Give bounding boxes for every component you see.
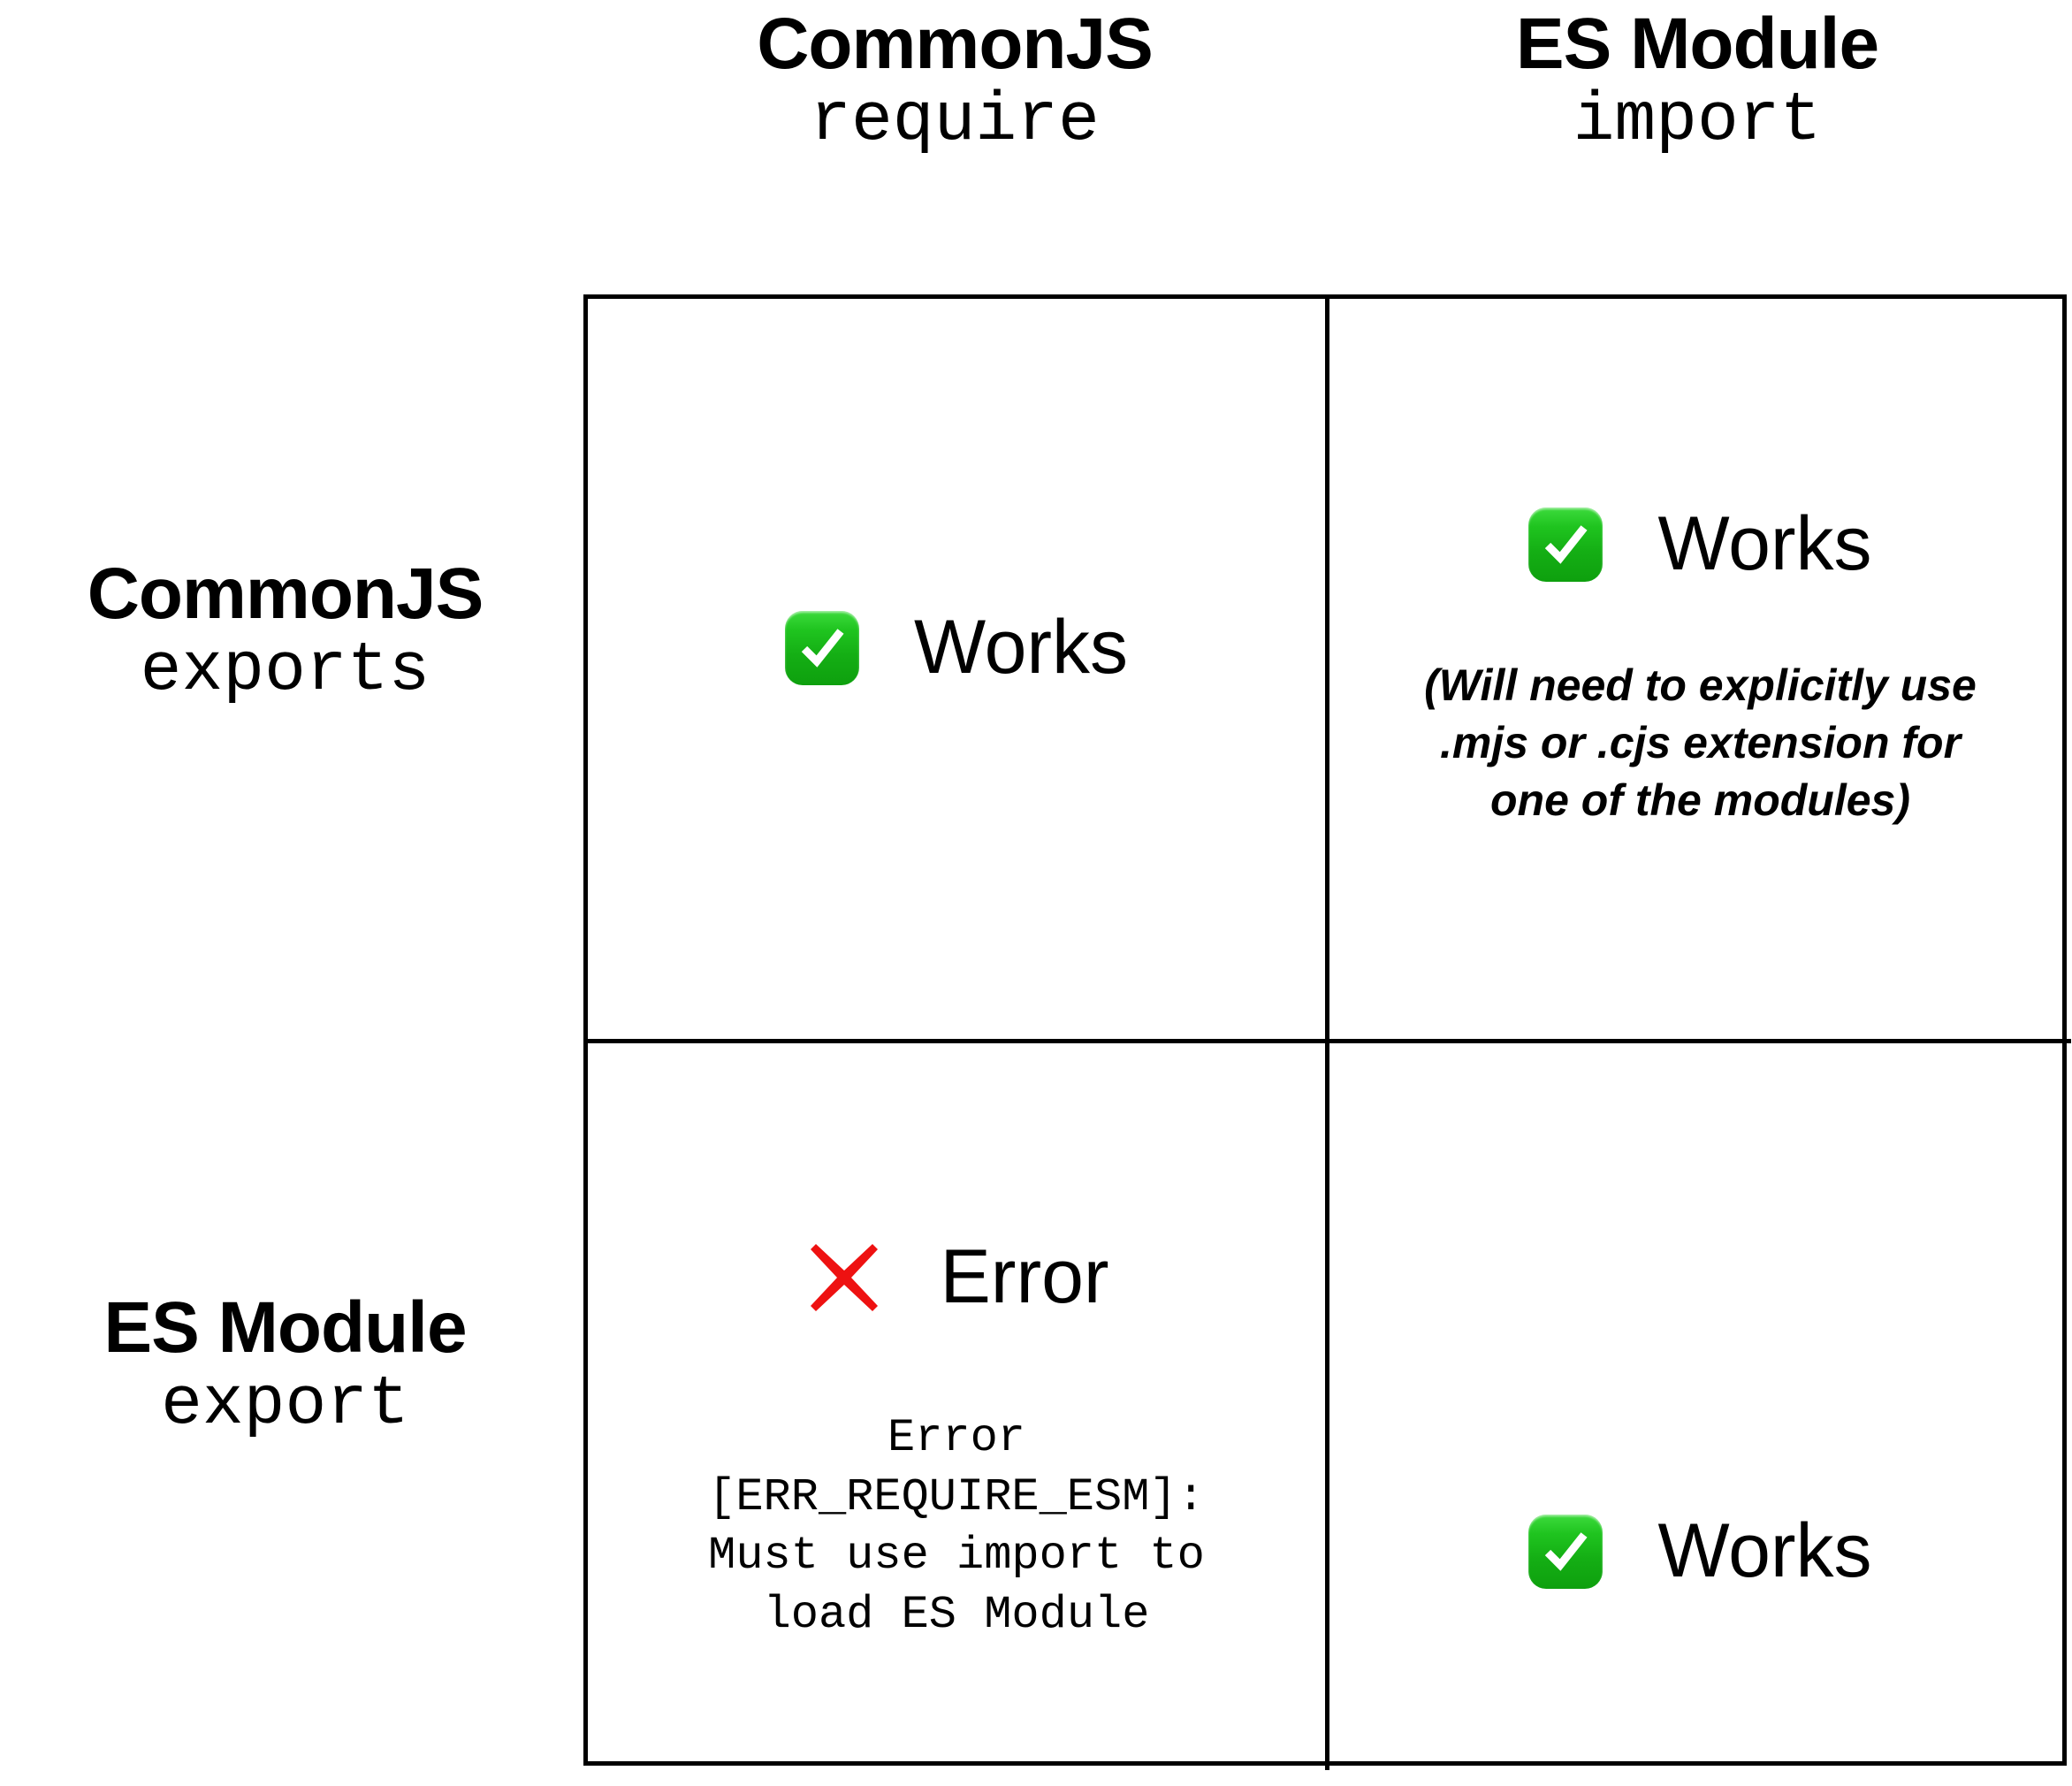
white-check-mark-icon	[1528, 1514, 1604, 1589]
status-label: Works	[913, 605, 1129, 690]
status-row: Works	[1528, 500, 1872, 588]
error-detail-text: Error [ERR_REQUIRE_ESM]: Must use import…	[708, 1412, 1205, 1641]
status-label: Works	[1657, 501, 1872, 586]
column-header-title: ES Module	[1515, 4, 1879, 84]
row-header-title: ES Module	[103, 1287, 467, 1368]
row-header-title: CommonJS	[87, 553, 484, 634]
row-header-code: export	[161, 1365, 409, 1444]
cross-mark-icon	[804, 1237, 885, 1318]
matrix-cell-commonjs-exports-require: Works	[588, 299, 1329, 1043]
white-check-mark-icon	[784, 610, 859, 685]
column-header-code: require	[810, 81, 1100, 160]
compatibility-matrix-grid: Works Works (Will need to explicitly use…	[583, 294, 2071, 1770]
cell-note: (Will need to explicitly use .mjs or .cj…	[1424, 660, 1977, 825]
white-check-mark-icon	[1528, 507, 1604, 582]
status-label: Works	[1657, 1508, 1872, 1593]
column-header-title: CommonJS	[757, 4, 1154, 84]
column-header-commonjs: CommonJS require	[583, 7, 1326, 156]
column-header-code: import	[1573, 81, 1822, 160]
row-header-es-module: ES Module export	[0, 1291, 570, 1440]
status-label: Error	[940, 1234, 1109, 1319]
row-header-commonjs: CommonJS exports	[0, 557, 570, 706]
column-header-es-module: ES Module import	[1326, 7, 2068, 156]
matrix-cell-es-module-export-require: Error Error [ERR_REQUIRE_ESM]: Must use …	[588, 1043, 1329, 1770]
row-header-code: exports	[140, 631, 430, 710]
status-row: Works	[1528, 1507, 1872, 1595]
matrix-cell-commonjs-exports-import: Works (Will need to explicitly use .mjs …	[1329, 299, 2071, 1043]
matrix-cell-es-module-export-import: Works	[1329, 1043, 2071, 1770]
status-row: Works	[784, 604, 1129, 691]
status-row: Error	[804, 1233, 1109, 1321]
